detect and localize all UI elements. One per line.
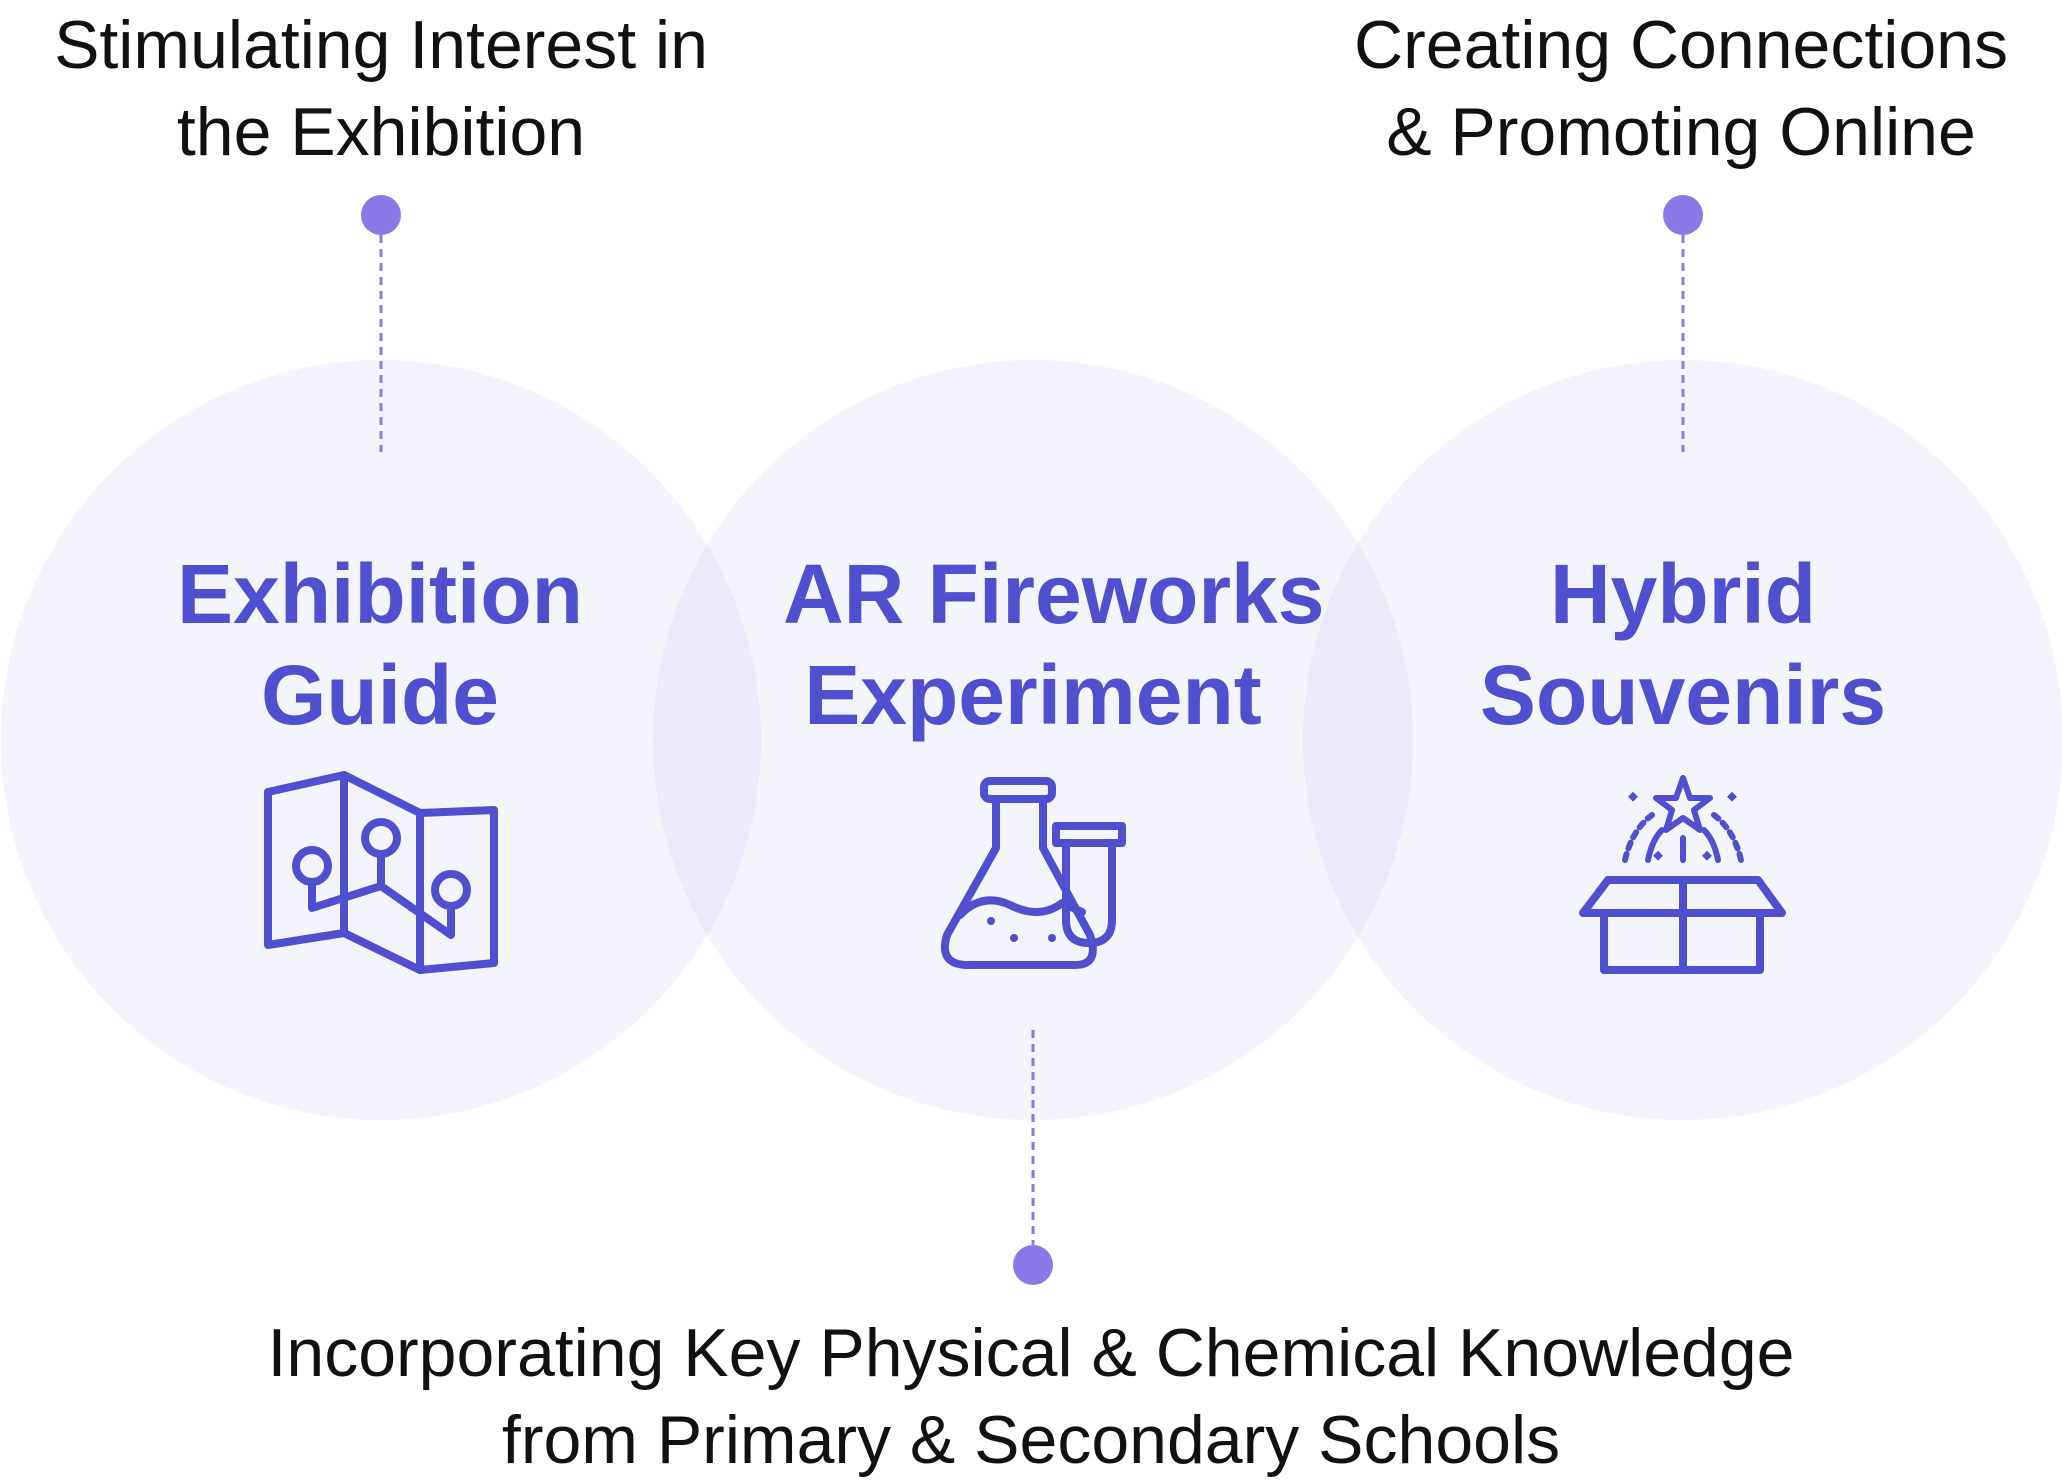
annotation-creating-connections: Creating Connections & Promoting Online (1300, 2, 2062, 176)
annotation-line: Incorporating Key Physical & Chemical Kn… (267, 1315, 1795, 1391)
title-line: Experiment (804, 648, 1262, 742)
title-exhibition-guide: Exhibition Guide (130, 544, 630, 746)
connector-left (361, 195, 401, 452)
gift-box-icon (1579, 775, 1786, 974)
title-line: AR Fireworks (783, 547, 1325, 641)
connector-bottom (1013, 1030, 1053, 1285)
circle-hybrid-souvenirs (1303, 360, 2062, 1120)
title-ar-fireworks: AR Fireworks Experiment (783, 544, 1325, 746)
annotation-stimulating-interest: Stimulating Interest in the Exhibition (0, 2, 762, 176)
circle-exhibition-guide (1, 360, 761, 1120)
circle-ar-fireworks (653, 360, 1413, 1120)
annotation-line: the Exhibition (176, 94, 586, 170)
title-line: Guide (260, 648, 499, 742)
annotation-line: Creating Connections (1354, 7, 2008, 83)
map-icon (264, 771, 498, 974)
title-line: Souvenirs (1479, 648, 1887, 742)
annotation-key-knowledge: Incorporating Key Physical & Chemical Kn… (0, 1310, 2062, 1484)
title-line: Exhibition (177, 547, 583, 641)
annotation-line: from Primary & Secondary Schools (501, 1402, 1561, 1478)
connector-dot (1013, 1245, 1053, 1285)
connector-right (1663, 195, 1703, 452)
title-hybrid-souvenirs: Hybrid Souvenirs (1433, 544, 1933, 746)
annotation-line: Stimulating Interest in (54, 7, 708, 83)
connector-dot (1663, 195, 1703, 235)
annotation-line: & Promoting Online (1386, 94, 1976, 170)
connector-dot (361, 195, 401, 235)
flask-icon (940, 777, 1126, 969)
title-line: Hybrid (1549, 547, 1817, 641)
